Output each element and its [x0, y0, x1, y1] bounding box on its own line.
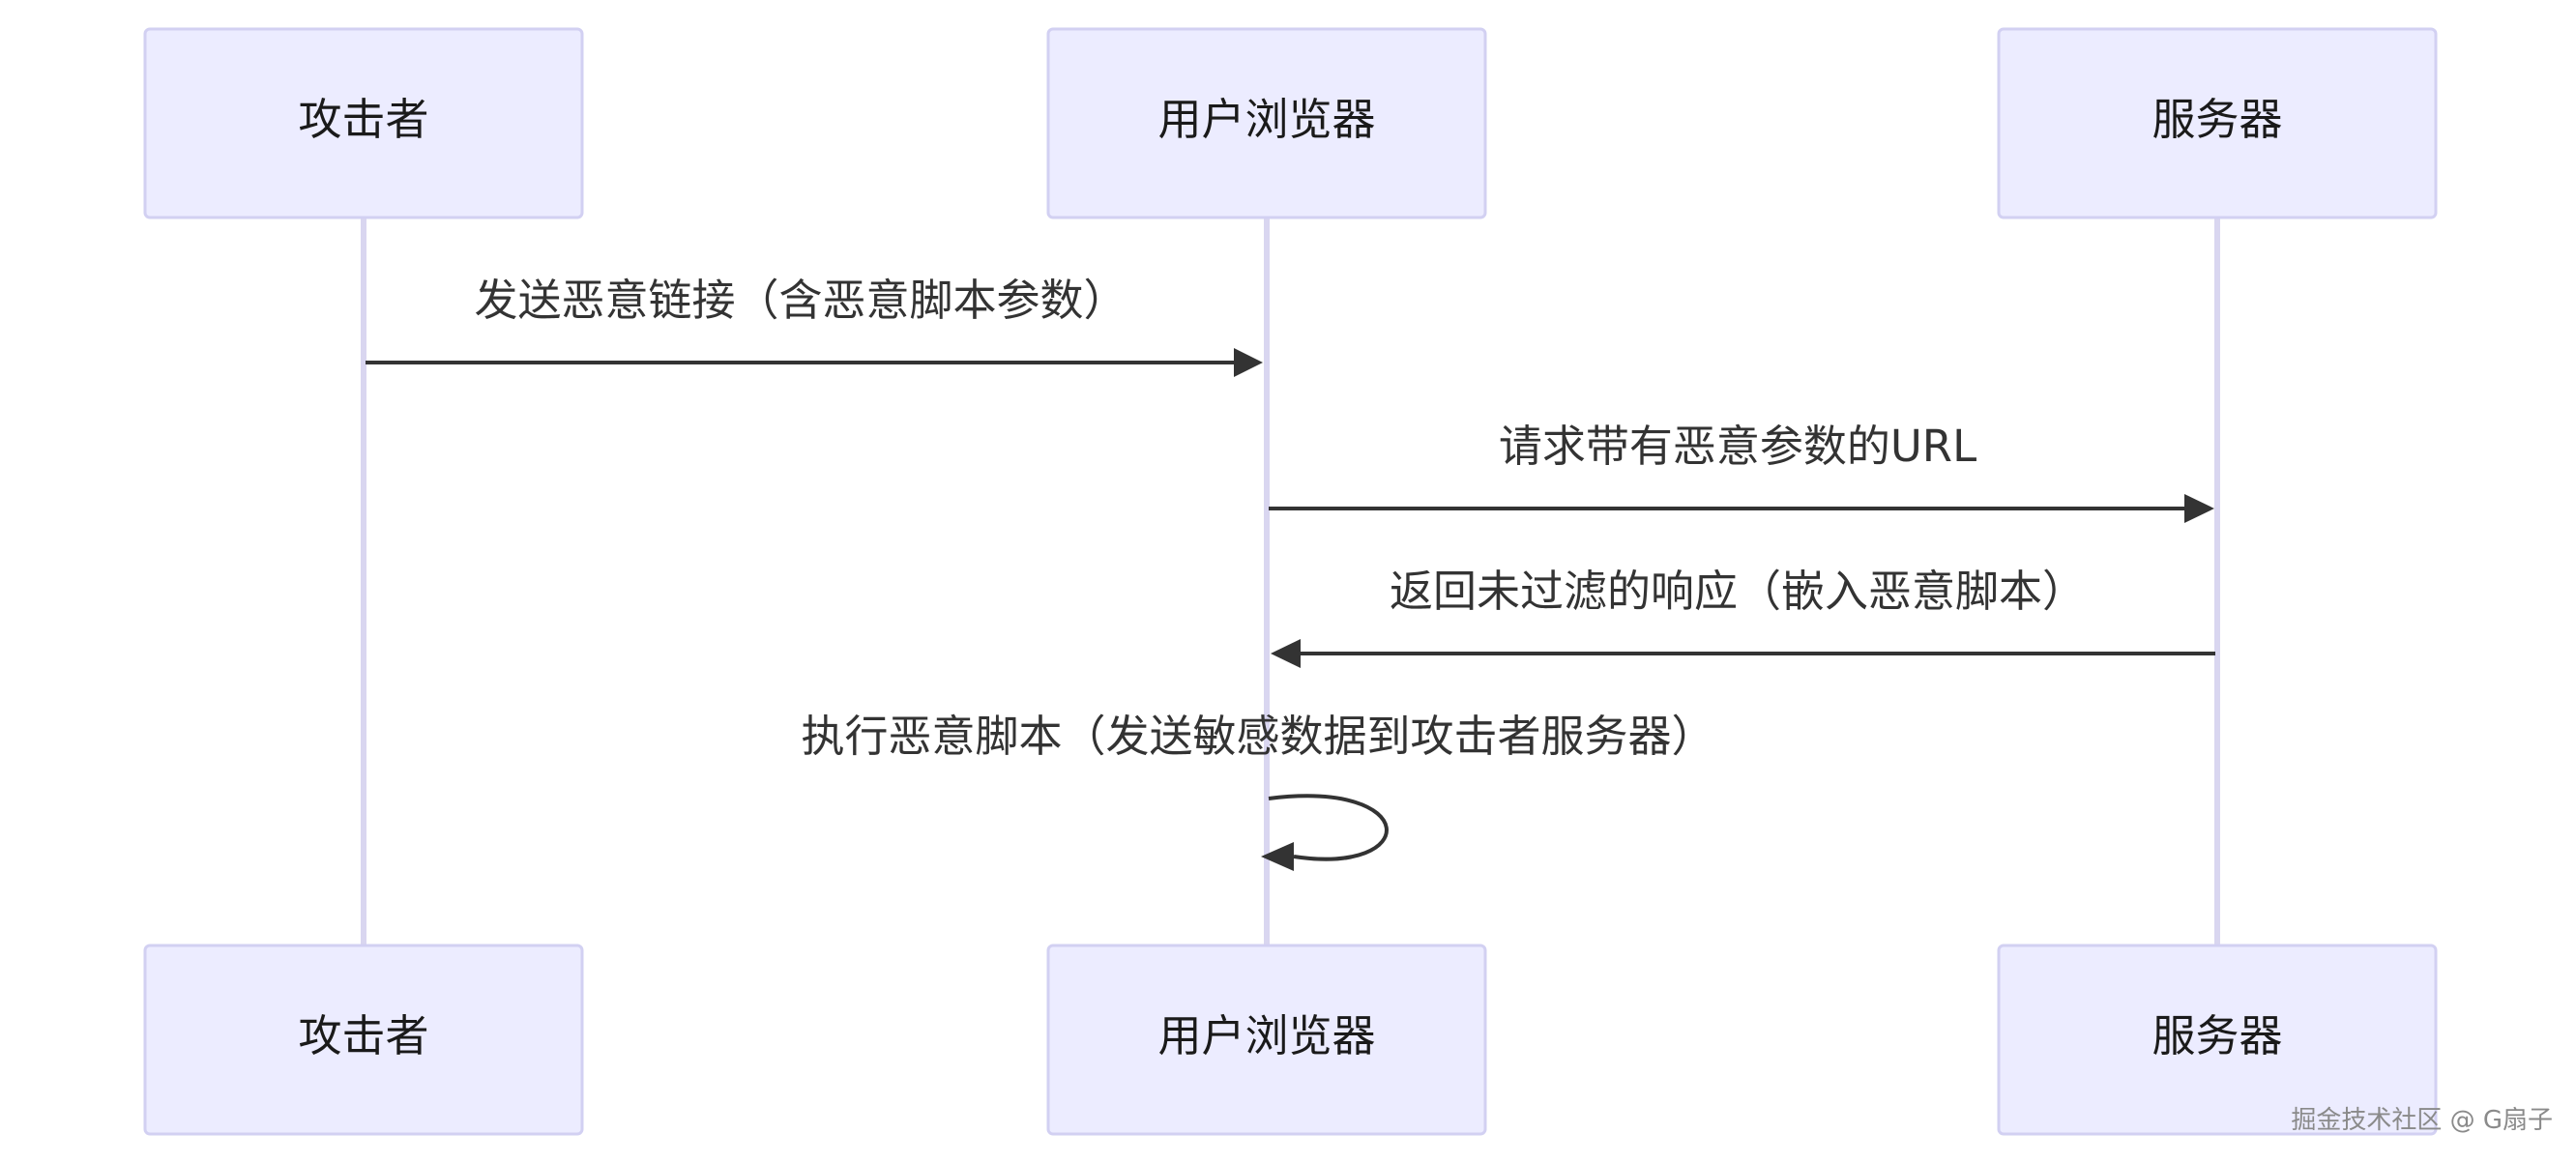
message-1-label: 发送恶意链接（含恶意脚本参数）	[474, 275, 1127, 326]
message-4-loop-arrow	[1268, 794, 1389, 861]
message-3-arrowhead	[1271, 639, 1301, 668]
participant-server-top: 服务器	[1997, 27, 2438, 219]
participant-attacker-top: 攻击者	[143, 27, 584, 219]
participant-server-bottom-label: 服务器	[2152, 1010, 2282, 1061]
participant-browser-bottom-label: 用户浏览器	[1157, 1010, 1375, 1061]
message-1-arrowhead	[1234, 348, 1263, 377]
participant-server-top-label: 服务器	[2152, 94, 2282, 145]
message-3-label: 返回未过滤的响应（嵌入恶意脚本）	[1390, 566, 2086, 617]
participant-attacker-bottom: 攻击者	[143, 944, 584, 1136]
message-4-arrowhead	[1261, 842, 1294, 871]
message-4-label: 执行恶意脚本（发送敏感数据到攻击者服务器）	[801, 711, 1714, 762]
message-2-label: 请求带有恶意参数的URL	[1499, 421, 1976, 472]
watermark: 掘金技术社区 @ G扇子	[2291, 1106, 2553, 1135]
participant-browser-top-label: 用户浏览器	[1157, 94, 1375, 145]
participant-browser-top: 用户浏览器	[1046, 27, 1487, 219]
participant-attacker-bottom-label: 攻击者	[298, 1010, 428, 1061]
message-2-arrowhead	[2184, 494, 2214, 523]
participant-browser-bottom: 用户浏览器	[1046, 944, 1487, 1136]
participant-attacker-top-label: 攻击者	[298, 94, 428, 145]
participant-server-bottom: 服务器	[1997, 944, 2438, 1136]
